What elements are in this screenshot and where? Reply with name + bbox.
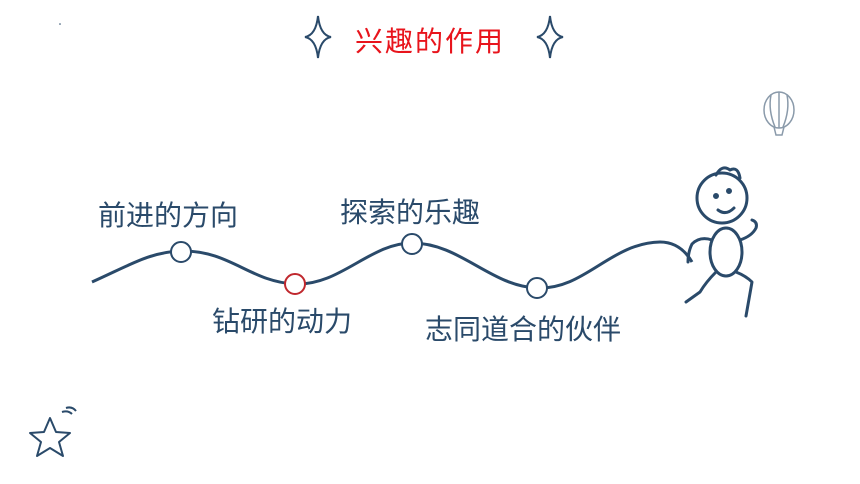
label-fun: 探索的乐趣 [340,196,481,229]
star-icon [29,406,77,457]
label-companion: 志同道合的伙伴 [425,313,622,346]
node-direction [170,241,192,263]
node-motivation [284,273,306,295]
left-sparkle-icon [304,15,332,59]
hot-air-balloon-icon [763,91,795,136]
right-sparkle-icon [536,15,564,59]
label-direction: 前进的方向 [98,199,239,232]
label-motivation: 钻研的动力 [212,305,353,338]
node-companion [526,277,548,299]
running-stick-figure-icon [684,166,758,318]
page-title: 兴趣的作用 [354,25,505,58]
node-fun [401,233,423,255]
